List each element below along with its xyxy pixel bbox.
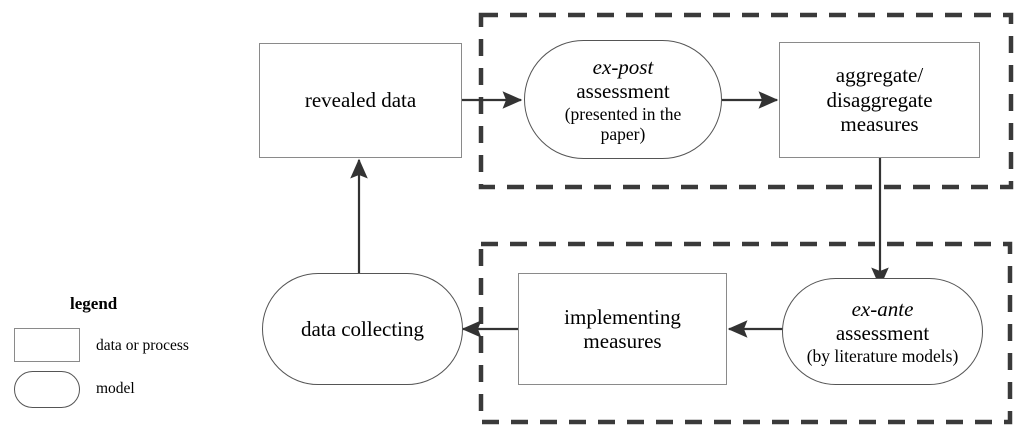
node-data-collecting[interactable]: data collecting: [262, 273, 463, 385]
node-revealed-data-label: revealed data: [304, 88, 417, 113]
legend-label-model: model: [96, 380, 135, 397]
node-ex-post-line1: ex-post: [592, 54, 654, 79]
node-ex-post-assessment[interactable]: ex-post assessment (presented in the pap…: [524, 40, 722, 159]
node-ex-ante-assessment[interactable]: ex-ante assessment (by literature models…: [782, 278, 983, 385]
node-implementing-measures[interactable]: implementing measures: [518, 273, 727, 385]
node-ex-post-line4: paper): [600, 123, 646, 144]
node-aggregate-line1: aggregate/: [835, 63, 924, 88]
node-aggregate-line2: disaggregate: [826, 87, 933, 112]
node-revealed-data[interactable]: revealed data: [259, 43, 462, 158]
legend-swatch-stadium-icon: [14, 371, 80, 408]
node-ex-post-line3: (presented in the: [564, 103, 682, 124]
legend-title: legend: [70, 294, 118, 313]
legend-label-data-or-process: data or process: [96, 337, 189, 354]
node-implementing-line2: measures: [583, 329, 662, 353]
node-ex-ante-line2: assessment: [835, 321, 930, 346]
node-aggregate-measures[interactable]: aggregate/ disaggregate measures: [779, 42, 980, 158]
node-aggregate-line3: measures: [840, 112, 919, 137]
node-implementing-line1: implementing: [564, 304, 681, 329]
node-data-collecting-label: data collecting: [300, 316, 425, 341]
node-ex-post-line2: assessment: [576, 79, 670, 104]
node-ex-ante-line3: (by literature models): [806, 345, 959, 366]
node-ex-ante-line1: ex-ante: [851, 296, 914, 321]
legend-swatch-rectangle-icon: [14, 328, 80, 362]
